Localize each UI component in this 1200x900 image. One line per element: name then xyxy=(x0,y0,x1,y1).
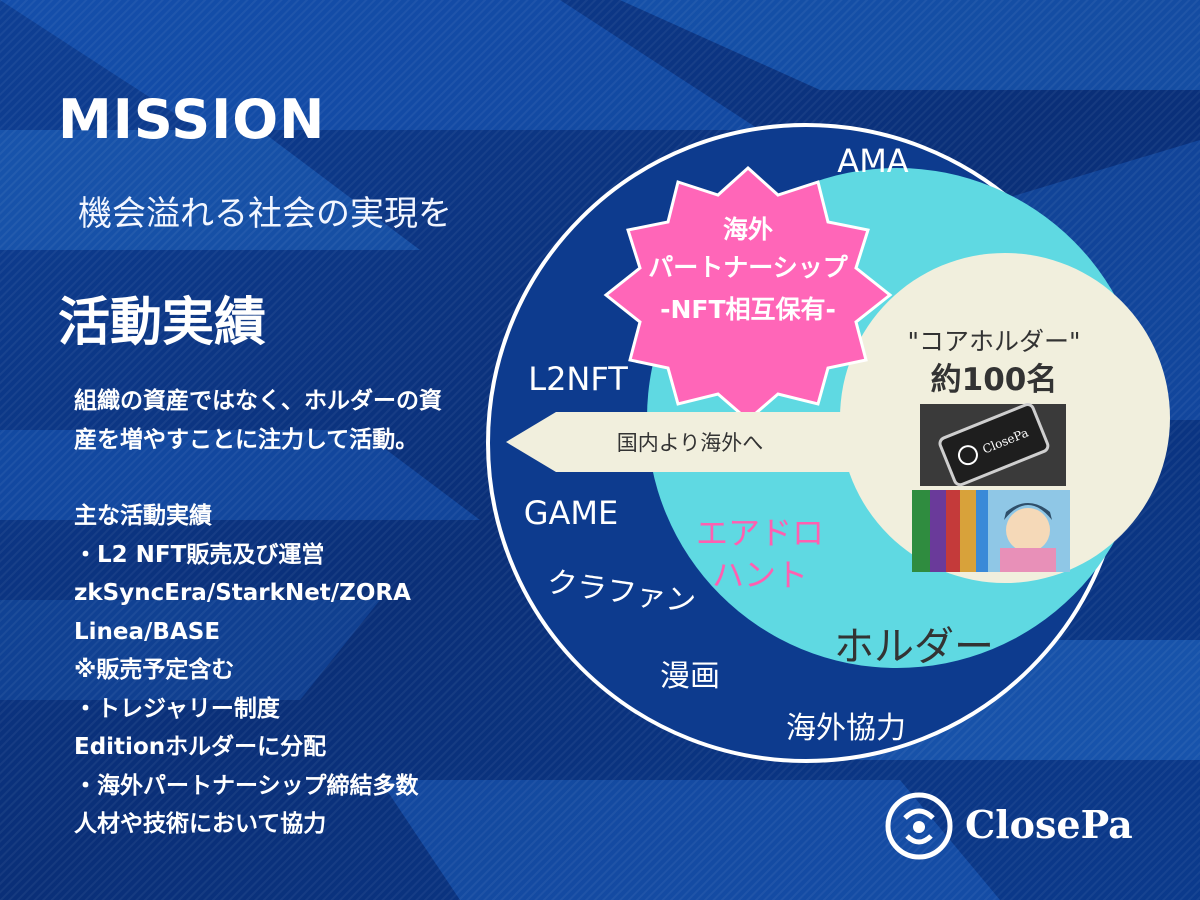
body-line: ※販売予定含む xyxy=(74,657,235,683)
closepa-logo-icon xyxy=(885,792,953,860)
body-line: Linea/BASE xyxy=(74,618,221,645)
body-line: ・トレジャリー制度 xyxy=(74,695,280,722)
body-line: 人材や技術において協力 xyxy=(74,811,327,837)
closepa-logo-text: ClosePa xyxy=(965,802,1133,847)
star-line-3: -NFT相互保有- xyxy=(660,295,836,324)
label-manga: 漫画 xyxy=(660,659,720,694)
closepa-logo: ClosePa xyxy=(883,790,1173,862)
membership-card-image: ClosePa xyxy=(920,403,1066,487)
body-line: zkSyncEra/StarkNet/ZORA xyxy=(74,580,411,606)
star-line-2: パートナーシップ xyxy=(648,253,849,282)
arrow-label: 国内より海外へ xyxy=(617,431,764,455)
label-l2nft: L2NFT xyxy=(528,360,628,398)
activity-description: 組織の資産ではなく、ホルダーの資 産を増やすことに注力して活動。 主な活動実績 … xyxy=(74,382,504,844)
label-overseas-cooperation: 海外協力 xyxy=(786,711,906,746)
core-holder-count: 約100名 xyxy=(931,362,1058,398)
body-line: Editionホルダーに分配 xyxy=(74,734,327,760)
body-line: 産を増やすことに注力して活動。 xyxy=(74,426,419,453)
results-title: 活動実績 xyxy=(58,293,267,353)
nft-artwork-collage xyxy=(912,490,1070,572)
label-game: GAME xyxy=(524,494,619,532)
core-holder-title: "コアホルダー" xyxy=(908,327,1081,356)
body-line: ・海外パートナーシップ締結多数 xyxy=(74,772,419,799)
airdrop-hunt-line-1: エアドロ xyxy=(696,514,824,552)
body-line: ・L2 NFT販売及び運営 xyxy=(74,541,325,568)
label-ama: AMA xyxy=(837,142,909,180)
mission-title: MISSION xyxy=(58,88,326,151)
mission-subtitle: 機会溢れる社会の実現を xyxy=(78,194,452,234)
star-line-1: 海外 xyxy=(723,215,773,244)
body-line: 主な活動実績 xyxy=(74,503,212,529)
direction-arrow xyxy=(506,412,880,472)
airdrop-hunt-line-2: ハント xyxy=(712,556,808,594)
holder-label: ホルダー xyxy=(834,624,994,670)
body-line: 組織の資産ではなく、ホルダーの資 xyxy=(74,388,442,414)
